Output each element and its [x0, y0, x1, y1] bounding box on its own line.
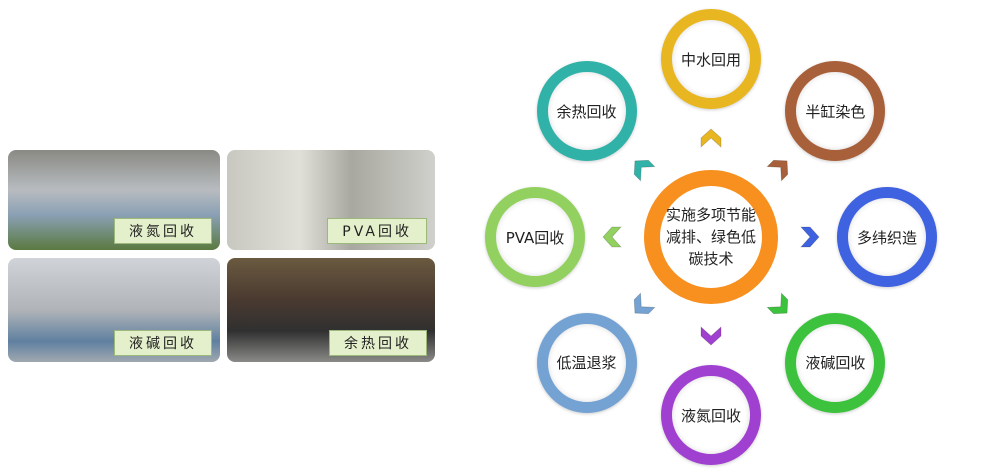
- node-circle: 液氮回收: [661, 365, 761, 465]
- photo-液氮: 液氮回收: [8, 150, 220, 250]
- chevron-arrow-icon: [633, 292, 656, 315]
- chevron-arrow-icon: [766, 159, 789, 182]
- chevron-arrow-icon: [766, 292, 789, 315]
- chevron-arrow-icon: [800, 226, 820, 248]
- node-circle: 中水回用: [661, 9, 761, 109]
- photo-label: 液氮回收: [114, 218, 212, 244]
- chevron-arrow-icon: [700, 128, 722, 148]
- photo-label: 余热回收: [329, 330, 427, 356]
- node-circle: 余热回收: [536, 61, 637, 162]
- photo-液碱: 液碱回收: [8, 258, 220, 362]
- photo-pva: PVA回收: [227, 150, 435, 250]
- node-circle: 低温退浆: [536, 312, 637, 413]
- node-circle: 半缸染色: [785, 61, 886, 162]
- center-circle: 实施多项节能减排、绿色低碳技术: [644, 170, 778, 304]
- node-circle: 液碱回收: [785, 312, 886, 413]
- node-circle: PVA回收: [485, 187, 585, 287]
- photo-余热: 余热回收: [227, 258, 435, 362]
- chevron-arrow-icon: [602, 226, 622, 248]
- photo-label: PVA回收: [327, 218, 427, 244]
- chevron-arrow-icon: [700, 326, 722, 346]
- node-circle: 多纬织造: [837, 187, 937, 287]
- chevron-arrow-icon: [633, 159, 656, 182]
- photo-label: 液碱回收: [114, 330, 212, 356]
